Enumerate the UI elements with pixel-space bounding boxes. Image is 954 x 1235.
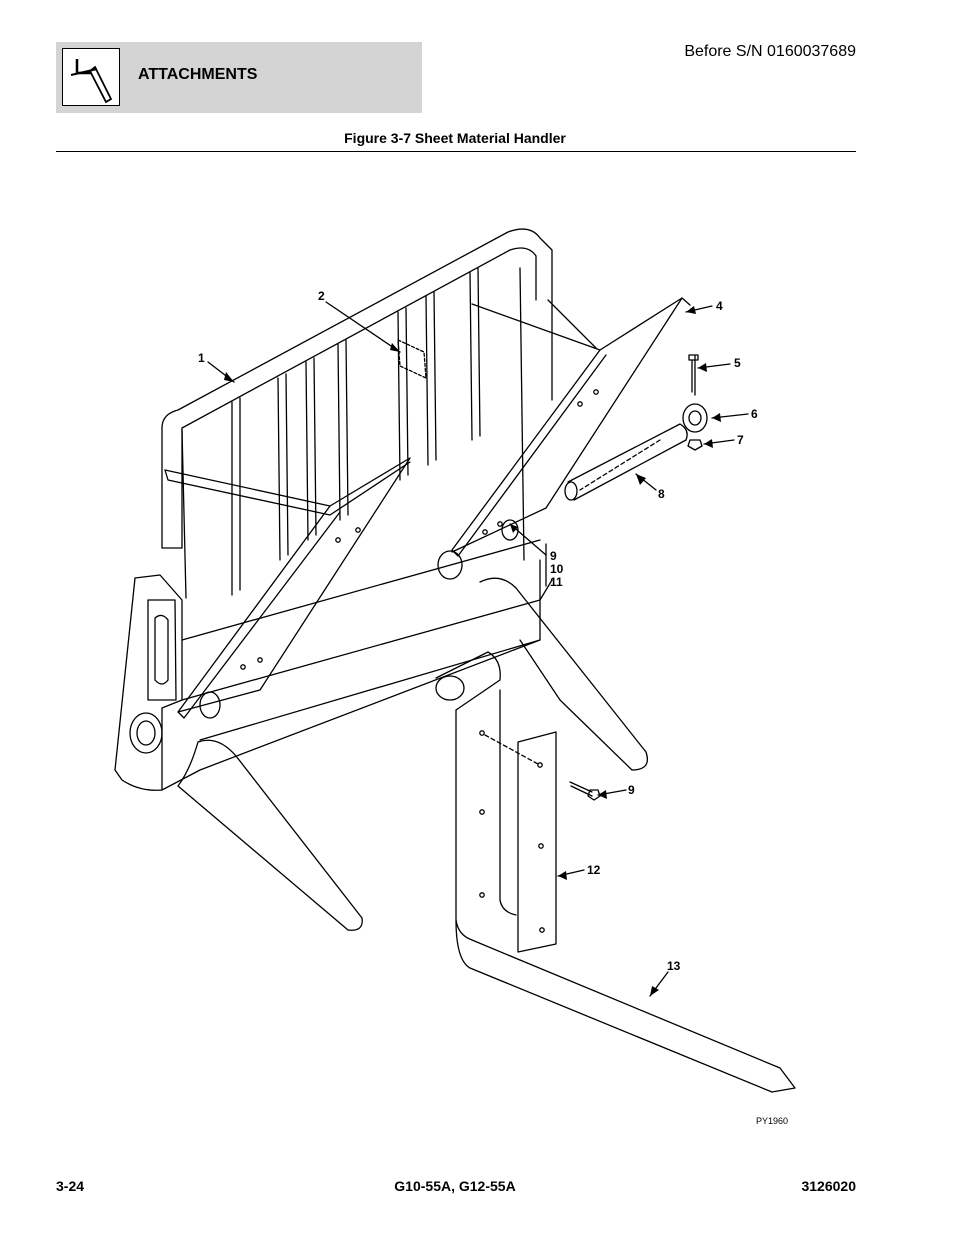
pin-assembly	[564, 354, 708, 501]
page-number: 3-24	[56, 1178, 85, 1194]
callout-11: 11	[550, 575, 563, 589]
decal-outline	[397, 339, 427, 379]
callout-1: 1	[198, 351, 205, 365]
callout-6: 6	[751, 407, 758, 421]
callout-arrowheads	[224, 306, 721, 996]
section-title: ATTACHMENTS	[138, 66, 258, 83]
right-side-plate	[451, 297, 691, 557]
callout-9-fork-extension: 9	[628, 783, 635, 797]
fork-extension	[435, 651, 796, 1093]
callout-8: 8	[658, 487, 665, 501]
callout-9: 9	[550, 549, 557, 563]
model-numbers: G10-55A, G12-55A	[394, 1178, 516, 1194]
carriage	[114, 519, 553, 791]
section-header: ATTACHMENTS	[56, 42, 422, 113]
callout-leaders	[207, 301, 749, 997]
drawing-code: PY1960	[756, 1116, 788, 1126]
back-frame	[161, 228, 553, 599]
callout-13: 13	[667, 959, 681, 973]
callout-7: 7	[737, 433, 744, 447]
figure-title: Figure 3-7 Sheet Material Handler	[344, 130, 566, 146]
callout-12: 12	[587, 863, 601, 877]
callout-2: 2	[318, 289, 325, 303]
attachment-hook-icon	[62, 48, 120, 106]
fork-right	[479, 577, 649, 771]
callout-10: 10	[550, 562, 564, 576]
callout-labels: 1 2 4 5 6 7 8 9 10 11 9 12 13 PY1960	[198, 289, 788, 1126]
document-number: 3126020	[801, 1178, 856, 1194]
callout-5: 5	[734, 356, 741, 370]
callout-4: 4	[716, 299, 723, 313]
header-rule	[56, 151, 856, 152]
serial-note: Before S/N 0160037689	[684, 43, 856, 60]
fork-left	[177, 739, 363, 931]
left-side-plate	[164, 457, 411, 719]
